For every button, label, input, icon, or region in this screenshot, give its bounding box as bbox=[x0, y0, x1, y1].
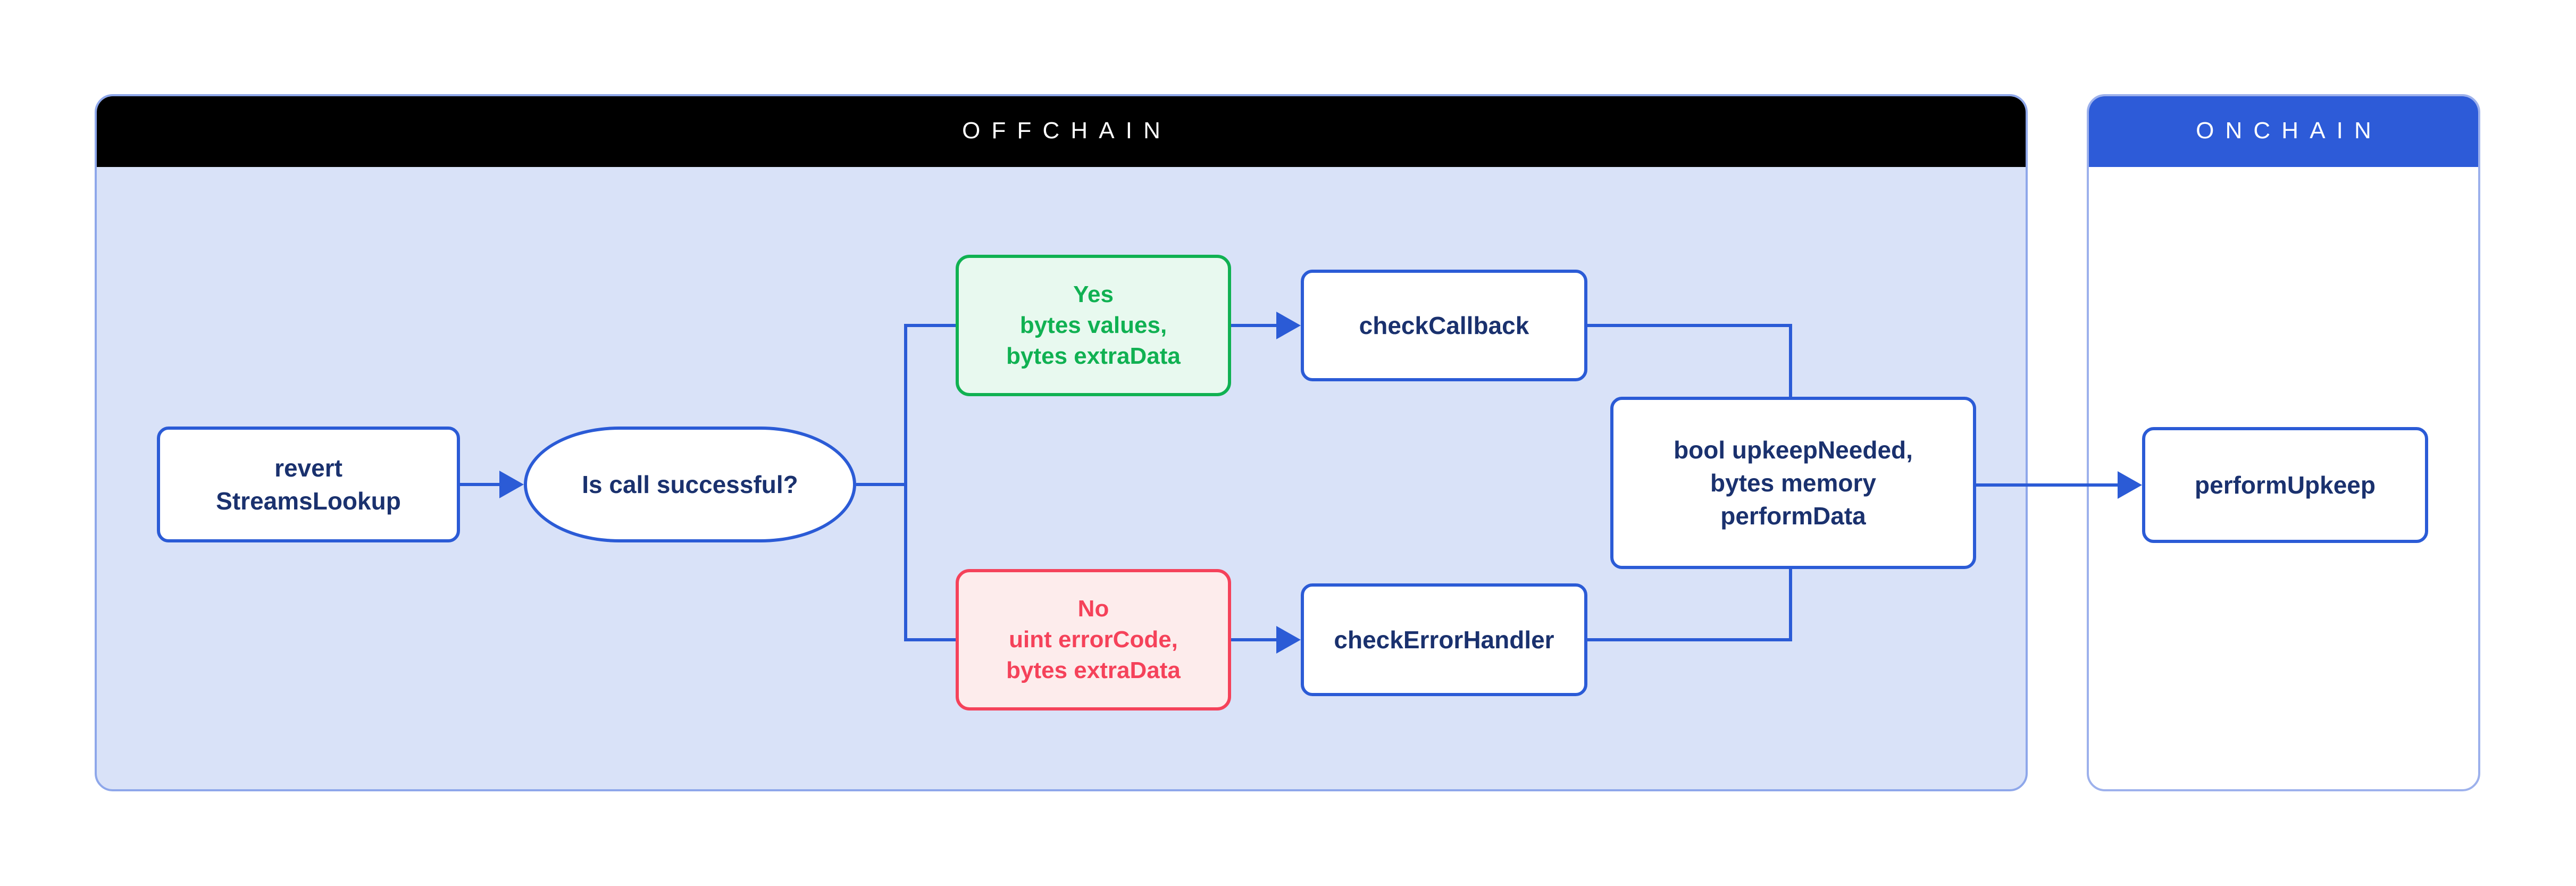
node-text-line: revert bbox=[274, 454, 342, 482]
node-is-call-successful: Is call successful? bbox=[524, 427, 856, 542]
node-text-line: Is call successful? bbox=[582, 471, 798, 498]
node-text-line: uint errorCode, bbox=[1009, 626, 1178, 653]
connector-no-to-checkerrorhandler bbox=[1231, 638, 1276, 641]
node-text-line: Yes bbox=[1073, 281, 1114, 307]
connector-question-out bbox=[856, 483, 907, 486]
connector-merge-up bbox=[1789, 569, 1792, 641]
onchain-header: ONCHAIN bbox=[2089, 96, 2478, 167]
node-text-line: performUpkeep bbox=[2195, 471, 2376, 499]
node-text-line: checkCallback bbox=[1359, 312, 1529, 339]
node-text-line: bool upkeepNeeded, bbox=[1674, 436, 1913, 464]
node-text-line: StreamsLookup bbox=[216, 487, 401, 515]
offchain-header: OFFCHAIN bbox=[97, 96, 2026, 167]
connector-upkeep-to-performupkeep bbox=[1976, 483, 2118, 487]
connector-branch-vertical bbox=[904, 324, 907, 641]
node-no-branch: No uint errorCode, bytes extraData bbox=[956, 569, 1231, 711]
connector-branch-to-no bbox=[907, 638, 956, 641]
node-text-line: bytes extraData bbox=[1006, 657, 1181, 683]
connector-merge-down bbox=[1789, 324, 1792, 397]
arrowhead-checkcallback-icon bbox=[1276, 312, 1301, 339]
node-performupkeep: performUpkeep bbox=[2142, 427, 2428, 543]
connector-revert-to-question bbox=[460, 483, 501, 486]
node-yes-branch: Yes bytes values, bytes extraData bbox=[956, 255, 1231, 396]
arrowhead-performupkeep-icon bbox=[2118, 471, 2142, 499]
arrowhead-checkerrorhandler-icon bbox=[1276, 626, 1301, 654]
node-text-line: bytes values, bbox=[1019, 312, 1167, 338]
connector-checkcallback-out bbox=[1587, 324, 1792, 327]
node-text-line: No bbox=[1077, 596, 1109, 622]
connector-branch-to-yes bbox=[907, 324, 956, 327]
onchain-title: ONCHAIN bbox=[2196, 117, 2382, 144]
node-text-line: performData bbox=[1720, 502, 1866, 530]
node-upkeep-result: bool upkeepNeeded, bytes memory performD… bbox=[1610, 397, 1976, 569]
node-checkerrorhandler: checkErrorHandler bbox=[1301, 583, 1587, 696]
offchain-title: OFFCHAIN bbox=[962, 117, 1172, 144]
arrowhead-question-icon bbox=[499, 471, 524, 498]
node-text-line: bytes extraData bbox=[1006, 343, 1181, 369]
connector-checkerrorhandler-out bbox=[1587, 638, 1792, 641]
node-checkcallback: checkCallback bbox=[1301, 270, 1587, 381]
node-text-line: checkErrorHandler bbox=[1334, 626, 1554, 654]
connector-yes-to-checkcallback bbox=[1231, 324, 1276, 327]
node-text-line: bytes memory bbox=[1710, 469, 1876, 497]
node-revert-streamslookup: revert StreamsLookup bbox=[157, 427, 460, 542]
